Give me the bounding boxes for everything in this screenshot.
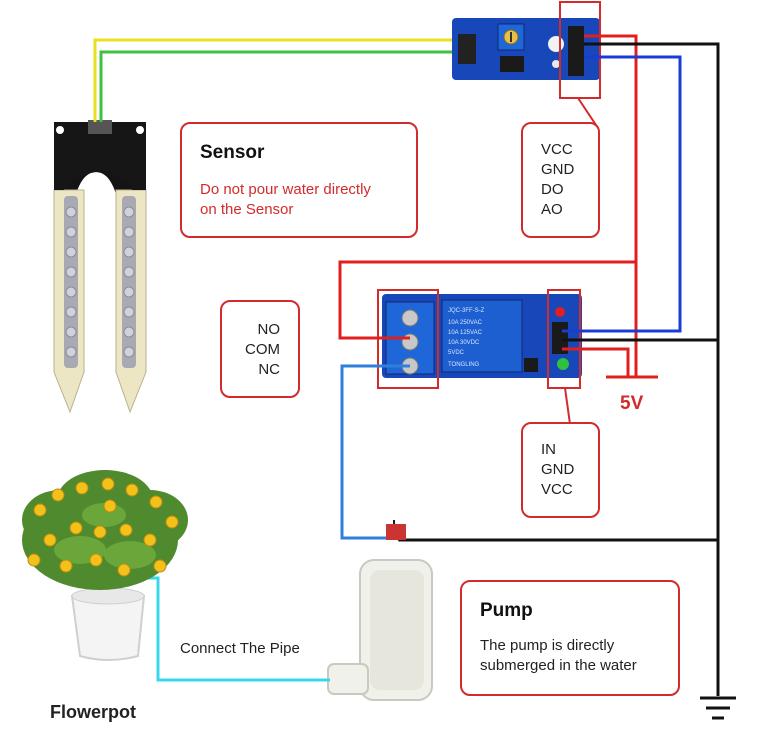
relay-led-red <box>555 307 565 317</box>
probe-trace-right <box>122 196 136 368</box>
relay-model-text: JQC-3FF-S-Z <box>448 308 485 314</box>
relay-contact-no: NO <box>257 321 281 338</box>
module-pins-highlight <box>559 1 601 99</box>
wire-yellow <box>93 38 460 122</box>
wire-red-com <box>338 260 636 340</box>
wire-light-blue-nc <box>340 364 410 540</box>
relay-module: JQC-3FF-S-Z 10A 250VAC 10A 125VAC 10A 30… <box>382 294 582 378</box>
pump-callout-title: Pump <box>480 600 533 621</box>
sensor-callout: Sensor Do not pour water directly on the… <box>180 122 418 238</box>
relay-led-green <box>557 358 569 370</box>
module-led-power <box>548 36 564 52</box>
relay-rating2-text: 10A 125VAC <box>448 330 483 336</box>
relay-body <box>441 299 523 373</box>
relay-rating1-text: 10A 250VAC <box>448 320 483 326</box>
pump-callout: Pump The pump is directly submerged in t… <box>460 580 680 696</box>
module-input-header <box>458 34 476 64</box>
water-pipe <box>120 576 330 682</box>
relay-pins-callout: IN GND VCC <box>521 422 600 518</box>
relay-pin-vcc: VCC <box>541 481 573 498</box>
sensor-callout-title: Sensor <box>200 142 265 163</box>
probe-wires <box>93 38 460 122</box>
soil-sensor-probe <box>53 120 147 414</box>
relay-contact-nc: NC <box>258 361 280 378</box>
pump-callout-line-2: submerged in the water <box>480 657 637 674</box>
flowerpot-label: Flowerpot <box>50 702 136 722</box>
comparator-chip <box>500 56 524 72</box>
flowerpot-plant <box>22 470 188 661</box>
wire-red-vcc-relay <box>562 347 630 376</box>
relay-rating3-text: 10A 30VDC <box>448 340 480 346</box>
pump-callout-line-1: The pump is directly <box>480 637 615 654</box>
relay-contact-com: COM <box>245 341 280 358</box>
sensor-callout-line-2: on the Sensor <box>200 201 294 218</box>
relay-coil-text: 5VDC <box>448 350 465 356</box>
relay-brand-text: TONGLING <box>448 362 480 368</box>
module-output-header <box>568 26 584 76</box>
power-5v-label: 5V <box>620 393 644 414</box>
probe-header-pins <box>88 120 112 134</box>
wire-green <box>99 50 460 122</box>
relay-pin-in: IN <box>541 441 556 458</box>
relay-contacts-callout: NO COM NC <box>220 300 300 398</box>
pump-motor-wires <box>386 524 406 540</box>
pipe-label: Connect The Pipe <box>180 640 300 657</box>
wire-black-gnd <box>584 42 720 696</box>
module-pins-callout: VCC GND DO AO <box>521 122 600 238</box>
module-pin-do: DO <box>541 181 564 198</box>
relay-pin-gnd: GND <box>541 461 575 478</box>
module-pin-ao: AO <box>541 201 563 218</box>
ground-symbol <box>700 696 736 720</box>
probe-trace-left <box>64 196 78 368</box>
sensor-module <box>452 18 600 80</box>
module-pin-gnd: GND <box>541 161 575 178</box>
sensor-callout-line-1: Do not pour water directly <box>200 181 371 198</box>
flowerpot-pot <box>70 595 146 661</box>
wire-black-pump <box>398 534 718 542</box>
wire-blue-signal <box>562 55 682 333</box>
water-pump <box>327 519 433 701</box>
power-wires <box>338 34 720 696</box>
module-pin-vcc: VCC <box>541 141 573 158</box>
pump-outlet <box>327 663 369 695</box>
